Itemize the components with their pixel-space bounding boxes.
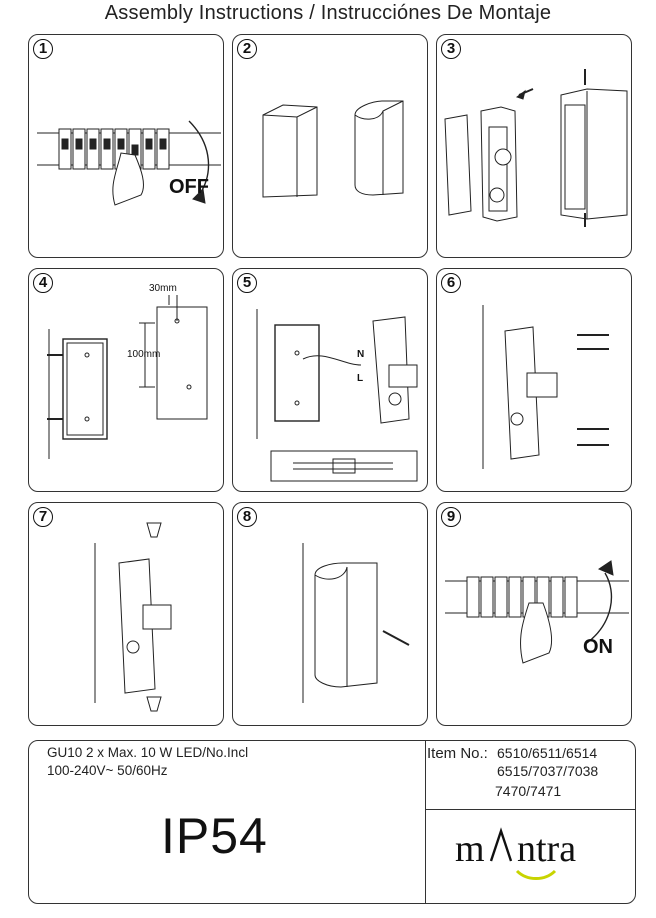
item-numbers-line-2: 6515/7037/7038 xyxy=(497,763,599,779)
step-number: 9 xyxy=(441,507,461,527)
step-9-panel: 9 ON xyxy=(436,502,632,726)
dim-30mm: 30mm xyxy=(149,283,177,294)
step-2-panel: 2 xyxy=(232,34,428,258)
step-number: 4 xyxy=(33,273,53,293)
mounting-plate-dimensions-illustration: 30mm 100mm xyxy=(47,283,208,459)
step-6-panel: 6 xyxy=(436,268,632,492)
step-8-panel: 8 xyxy=(232,502,428,726)
step-number: 8 xyxy=(237,507,257,527)
step-number: 6 xyxy=(441,273,461,293)
step-number: 1 xyxy=(33,39,53,59)
on-label: ON xyxy=(583,636,613,658)
breaker-on-illustration: ON xyxy=(445,560,629,664)
spec-divider xyxy=(425,809,635,810)
dim-100mm: 100mm xyxy=(127,349,160,360)
step-3-panel: 3 xyxy=(436,34,632,258)
wiring-illustration: N L xyxy=(256,309,418,482)
breaker-off-illustration: OFF xyxy=(37,120,221,206)
svg-text:m: m xyxy=(455,828,485,870)
breaker-row xyxy=(58,128,170,170)
wire-l-label: L xyxy=(357,373,363,384)
spec-box: GU10 2 x Max. 10 W LED/No.Incl 100-240V~… xyxy=(28,740,636,904)
spec-power: GU10 2 x Max. 10 W LED/No.Incl xyxy=(47,745,249,760)
step-1-panel: 1 xyxy=(28,34,224,258)
spec-divider xyxy=(425,741,426,903)
insert-bulbs-illustration xyxy=(94,522,172,712)
step-5-panel: 5 N L xyxy=(232,268,428,492)
wire-n-label: N xyxy=(357,349,364,360)
item-number-label: Item No.: xyxy=(427,745,488,762)
mount-to-wall-illustration xyxy=(482,305,609,469)
step-number: 5 xyxy=(237,273,257,293)
off-label: OFF xyxy=(169,176,209,198)
reassemble-cover-illustration xyxy=(302,543,410,703)
ip-rating: IP54 xyxy=(161,808,268,864)
spec-voltage: 100-240V~ 50/60Hz xyxy=(47,763,168,778)
fixture-models-illustration xyxy=(262,100,404,198)
step-4-panel: 4 30mm 100mm xyxy=(28,268,224,492)
svg-text:ntra: ntra xyxy=(517,828,576,870)
item-numbers-line-1: 6510/6511/6514 xyxy=(497,745,598,761)
mantra-logo: m ntra xyxy=(455,827,576,880)
page-title: Assembly Instructions / Instrucciónes De… xyxy=(104,2,552,24)
step-number: 2 xyxy=(237,39,257,59)
step-7-panel: 7 xyxy=(28,502,224,726)
step-number: 7 xyxy=(33,507,53,527)
disassembly-illustration xyxy=(444,69,628,227)
item-numbers-line-3: 7470/7471 xyxy=(495,783,562,799)
step-number: 3 xyxy=(441,39,461,59)
